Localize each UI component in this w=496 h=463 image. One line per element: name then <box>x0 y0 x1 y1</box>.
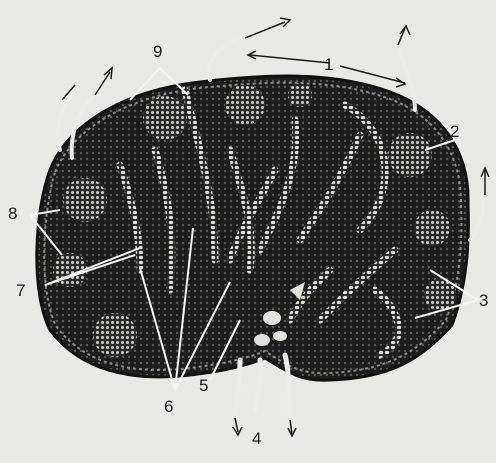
label-6: 6 <box>164 398 173 415</box>
label-8: 8 <box>8 205 17 222</box>
label-3: 3 <box>479 292 488 309</box>
label-9: 9 <box>153 43 162 60</box>
efferent-arrows <box>233 418 296 436</box>
label-1: 1 <box>324 56 333 73</box>
label-7: 7 <box>16 282 25 299</box>
label-5: 5 <box>199 377 208 394</box>
label-4: 4 <box>252 430 261 447</box>
label-2: 2 <box>450 123 459 140</box>
